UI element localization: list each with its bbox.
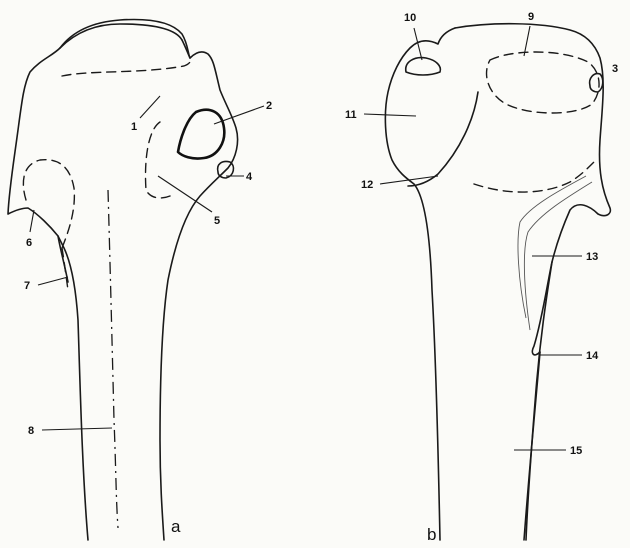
label-5: 5 [214,215,220,227]
label-11: 11 [345,109,357,121]
panel-b-outline-right [455,24,610,540]
leader-1 [140,96,160,118]
panel-b-tubercle [406,58,441,75]
label-10: 10 [404,12,416,24]
label-15: 15 [570,445,582,457]
leader-6 [30,210,34,232]
label-4: 4 [246,171,253,183]
panel-b-crest [532,262,552,355]
panel-a-dashed-fossa [146,122,170,198]
panel-b-outline-left [385,28,455,540]
leader-8 [42,428,112,430]
panel-a-articular-margin [62,58,191,76]
leader-7 [38,277,68,285]
leader-2 [214,106,264,124]
label-1: 1 [131,121,137,133]
panel-b-inner-shaft [524,352,540,540]
panel-a-drawing [8,20,238,540]
panel-a-oval-facet [178,110,224,159]
panel-a-outline [8,20,238,540]
label-3: 3 [612,63,618,75]
panel-a-caption: a [171,517,181,536]
label-6: 6 [26,237,32,249]
label-12: 12 [361,179,373,191]
leader-5 [158,176,212,212]
panel-b-knob [590,74,603,92]
label-2: 2 [266,100,272,112]
label-13: 13 [586,251,598,263]
panel-a-flange-inner [58,236,68,282]
panel-b-caption: b [427,525,436,544]
label-8: 8 [28,425,34,437]
panel-b-lower-margin [474,162,594,192]
panel-b-head-oval [487,52,600,113]
panel-a-head-ridge [60,24,182,48]
panel-b-ridge [408,92,478,186]
leader-9 [524,26,530,56]
panel-b-flange-a [518,176,586,318]
label-7: 7 [24,280,30,292]
label-9: 9 [528,11,534,23]
panel-a-axis-line [108,190,118,528]
leader-11 [364,114,416,116]
panel-a-dashed-process [23,160,74,248]
label-14: 14 [586,350,599,362]
panel-b-drawing [385,24,610,540]
